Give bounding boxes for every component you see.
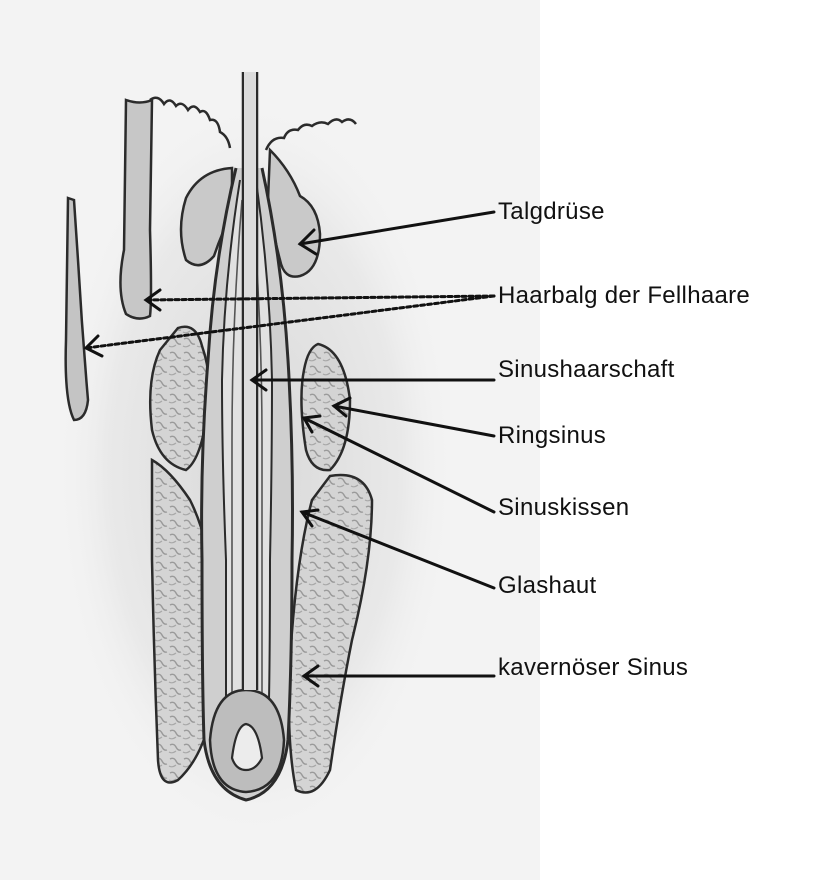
label-ringsinus: Ringsinus [498, 424, 606, 448]
label-kavernoeser-sinus: kavernöser Sinus [498, 656, 688, 680]
label-haarbalg: Haarbalg der Fellhaare [498, 284, 750, 308]
pelage-follicle-1 [120, 100, 152, 319]
label-sinushaarschaft: Sinushaarschaft [498, 358, 675, 382]
label-sinuskissen: Sinuskissen [498, 496, 629, 520]
label-talgdruese: Talgdrüse [498, 200, 605, 224]
label-glashaut: Glashaut [498, 574, 596, 598]
